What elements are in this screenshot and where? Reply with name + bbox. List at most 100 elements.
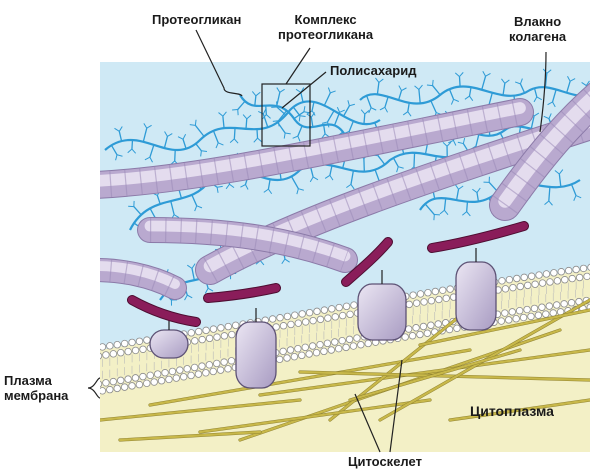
lipid-head [210,326,217,333]
label-plasma-membrane: Плазма мембрана [4,373,68,403]
lipid-head [568,299,575,306]
lipid-head [210,368,217,375]
lipid-head [354,335,361,342]
lipid-head [280,348,287,355]
lipid-head [346,336,353,343]
lipid-head [505,317,512,324]
lipid-head [554,278,561,285]
lipid-head [351,302,358,309]
lipid-head [103,352,110,359]
lipid-head [195,371,202,378]
lipid-head [543,311,550,318]
lipid-head [180,373,187,380]
lipid-head [313,349,320,356]
lipid-head [132,347,139,354]
lipid-head [502,286,509,293]
lipid-head [288,321,295,328]
lipid-head [129,339,136,346]
lipid-head [169,368,176,375]
lipid-head [188,330,195,337]
lipid-head [539,280,546,287]
lipid-head [317,316,324,323]
lipid-head [543,271,550,278]
lipid-head [521,274,528,281]
lipid-head [302,344,309,351]
polysaccharide-chain [234,128,235,139]
lipid-head [295,320,302,327]
label-proteoglycan-complex: Комплекс протеогликана [278,12,373,42]
lipid-head [510,284,517,291]
lipid-head [173,375,180,382]
lipid-head [213,360,220,367]
lipid-head [532,281,539,288]
lipid-head [95,353,102,360]
lipid-head [121,340,128,347]
lipid-head [547,279,554,286]
lipid-head [551,270,558,277]
polysaccharide-chain [459,77,460,87]
label-cytoplasm: Цитоплазма [470,404,554,419]
lipid-head [454,325,461,332]
label-proteoglycan-text: Протеогликан [152,12,241,27]
lipid-head [114,385,121,392]
lipid-head [232,322,239,329]
lipid-head [302,319,309,326]
lipid-head [306,351,313,358]
polysaccharide-chain [467,202,468,212]
label-proteoglycan-complex-line2: протеогликана [278,27,373,42]
lipid-head [506,276,513,283]
lipid-head [550,310,557,317]
label-plasma-membrane-line1: Плазма [4,373,68,388]
lipid-head [92,345,99,352]
lipid-head [561,276,568,283]
lipid-head [443,295,450,302]
lipid-head [516,307,523,314]
lipid-head [513,315,520,322]
polysaccharide-chain [175,150,176,161]
polysaccharide-chain [414,153,415,167]
lipid-head [143,380,150,387]
lipid-head [277,314,284,321]
lipid-head [110,378,117,385]
lipid-head [553,302,560,309]
lipid-head [413,324,420,331]
lipid-head [125,348,132,355]
lipid-head [162,369,169,376]
lipid-head [129,383,136,390]
lipid-head [509,309,516,316]
lipid-head [332,314,339,321]
lipid-head [151,379,158,386]
lipid-head [284,313,291,320]
lipid-head [409,332,416,339]
lipid-head [514,275,521,282]
lipid-head [528,273,535,280]
lipid-head [447,286,454,293]
lipid-head [214,334,221,341]
lipid-head [228,357,235,364]
polysaccharide-chain [246,119,247,129]
lipid-head [132,375,139,382]
lipid-head [558,268,565,275]
lipid-head [314,308,321,315]
lipid-head [325,315,332,322]
lipid-head [339,312,346,319]
lipid-head [520,314,527,321]
lipid-head [347,311,354,318]
lipid-head [125,376,132,383]
lipid-head [502,310,509,317]
lipid-head [546,303,553,310]
lipid-head [309,343,316,350]
lipid-head [528,313,535,320]
lipid-head [117,349,124,356]
lipid-head [144,337,151,344]
lipid-head [517,283,524,290]
polysaccharide-twig [278,121,279,127]
lipid-head [324,340,331,347]
lipid-head [410,292,417,299]
lipid-head [103,380,110,387]
lipid-head [561,301,568,308]
lipid-head [569,275,576,282]
lipid-head [328,306,335,313]
lipid-head [199,363,206,370]
